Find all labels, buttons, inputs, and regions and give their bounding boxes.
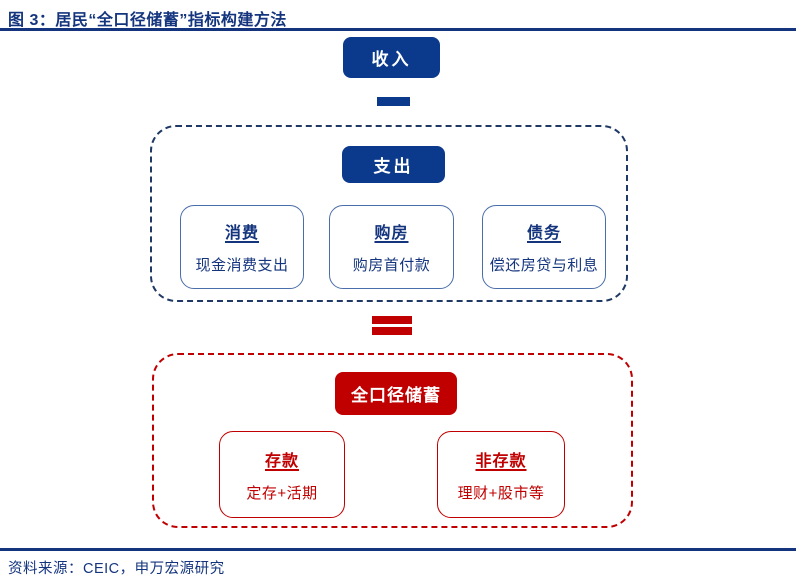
housing-desc: 购房首付款	[352, 257, 431, 274]
consumption-desc: 现金消费支出	[195, 257, 289, 274]
footer-divider	[0, 548, 796, 551]
income-box: 收入	[343, 37, 440, 78]
expenditure-group: 支出 消费 现金消费支出 购房 购房首付款 债务 偿还房贷与利息	[150, 125, 628, 302]
savings-group: 全口径储蓄 存款 定存+活期 非存款 理财+股市等	[152, 353, 633, 528]
equals-bar-bottom	[372, 327, 412, 335]
savings-header-box: 全口径储蓄	[335, 372, 457, 415]
housing-title: 购房	[374, 225, 409, 242]
housing-box: 购房 购房首付款	[329, 205, 454, 289]
deposit-box: 存款 定存+活期	[219, 431, 345, 518]
non-deposit-box: 非存款 理财+股市等	[437, 431, 565, 518]
expenditure-header-box: 支出	[342, 146, 445, 183]
debt-box: 债务 偿还房贷与利息	[482, 205, 606, 289]
equals-bar-top	[372, 316, 412, 324]
expenditure-header-label: 支出	[373, 157, 414, 176]
deposit-desc: 定存+活期	[246, 484, 318, 502]
non-deposit-desc: 理财+股市等	[457, 484, 545, 502]
income-label: 收入	[371, 50, 412, 69]
debt-title: 债务	[526, 225, 561, 242]
consumption-title: 消费	[224, 225, 259, 242]
equals-operator-icon	[372, 316, 412, 335]
source-note: 资料来源：CEIC，申万宏源研究	[8, 561, 225, 577]
title-divider	[0, 28, 796, 31]
non-deposit-title: 非存款	[475, 452, 527, 470]
consumption-box: 消费 现金消费支出	[180, 205, 304, 289]
savings-header-label: 全口径储蓄	[351, 386, 441, 405]
deposit-title: 存款	[264, 452, 299, 470]
minus-operator-icon	[377, 97, 410, 106]
debt-desc: 偿还房贷与利息	[489, 257, 599, 274]
figure-title: 图 3：居民“全口径储蓄”指标构建方法	[8, 12, 287, 29]
